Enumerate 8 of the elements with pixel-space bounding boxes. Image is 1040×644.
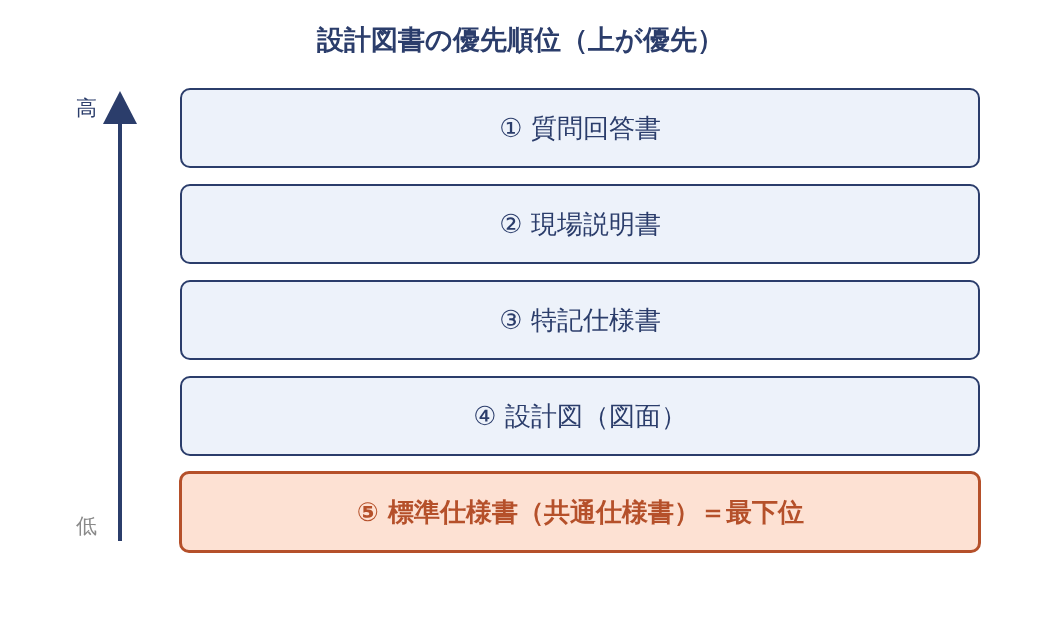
rounded-box: ① 質問回答書 [180, 88, 980, 168]
scale-label: 低 [76, 513, 97, 539]
scale-label: 高 [76, 95, 97, 121]
rounded-box: ② 現場説明書 [180, 184, 980, 264]
title: 設計図書の優先順位（上が優先） [315, 23, 725, 57]
rounded-box: ③ 特記仕様書 [180, 280, 980, 360]
rounded-box: ④ 設計図（図面） [180, 376, 980, 456]
highlighted-box: ⑤ 標準仕様書（共通仕様書）＝最下位 [179, 471, 981, 553]
